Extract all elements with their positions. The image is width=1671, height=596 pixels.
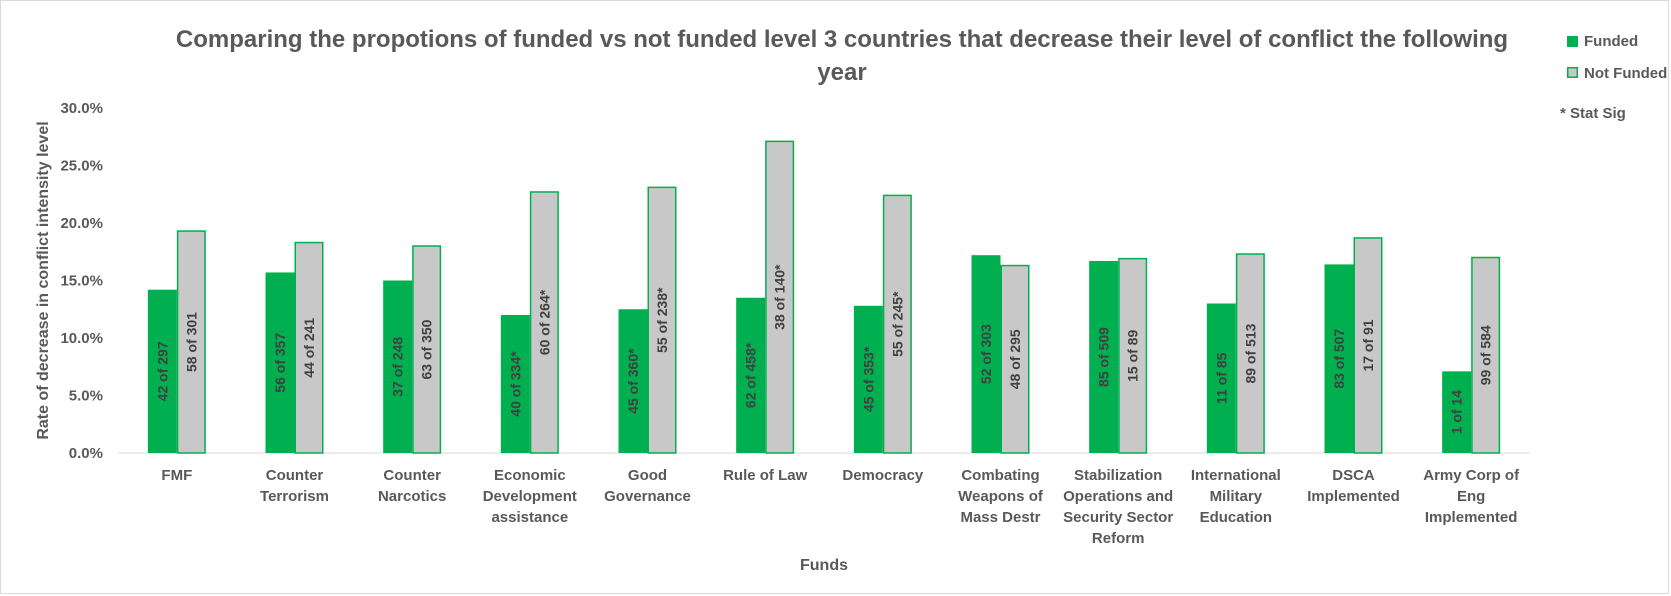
x-category-label: Operations and [1063, 488, 1173, 505]
x-category-label: Counter [266, 467, 324, 484]
y-tick-label: 10.0% [60, 330, 103, 347]
bar-not-funded [412, 245, 442, 454]
data-label-not-funded: 48 of 295 [1007, 329, 1023, 389]
x-axis-title: Funds [800, 557, 848, 574]
bar-not-funded [1000, 264, 1030, 454]
x-category-label: Economic [494, 467, 566, 484]
bar-funded [736, 297, 766, 453]
y-tick-label: 30.0% [60, 100, 103, 117]
y-tick-label: 0.0% [69, 445, 103, 462]
data-label-not-funded: 55 of 238* [654, 287, 670, 353]
x-category-label: International [1191, 467, 1281, 484]
bar-funded [1089, 260, 1119, 453]
x-category-label: Democracy [842, 467, 924, 484]
bar-funded [1206, 303, 1236, 453]
x-category-label: Weapons of [958, 488, 1044, 505]
bar-not-funded [176, 230, 206, 454]
data-label-not-funded: 44 of 241 [301, 318, 317, 378]
x-category-label: Security Sector [1063, 509, 1173, 526]
legend-swatch-not-funded [1567, 67, 1578, 78]
y-tick-label: 5.0% [69, 388, 103, 405]
chart-title-line: year [817, 59, 866, 86]
x-category-label: Stabilization [1074, 467, 1162, 484]
data-label-not-funded: 63 of 350 [419, 319, 435, 379]
bar-funded [500, 315, 530, 453]
data-label-funded: 52 of 303 [978, 324, 994, 384]
bar-funded [383, 280, 413, 453]
x-category-label: Rule of Law [723, 467, 808, 484]
data-label-funded: 56 of 357 [272, 333, 288, 393]
legend-label-not-funded: Not Funded [1584, 65, 1667, 82]
data-label-funded: 42 of 297 [154, 341, 170, 401]
bar-not-funded [529, 191, 559, 454]
bar-not-funded [1471, 256, 1501, 454]
data-label-funded: 85 of 509 [1096, 327, 1112, 387]
bar-not-funded [1353, 237, 1383, 454]
bar-funded [147, 289, 177, 453]
data-label-not-funded: 15 of 89 [1125, 330, 1141, 382]
data-label-funded: 11 of 85 [1213, 352, 1229, 404]
bar-not-funded [647, 186, 677, 454]
legend-label-funded: Funded [1584, 33, 1638, 50]
data-label-not-funded: 55 of 245* [889, 291, 905, 357]
x-category-label: Combating [961, 467, 1039, 484]
x-category-label: Army Corp of [1423, 467, 1520, 484]
data-label-funded: 40 of 334* [507, 351, 523, 417]
bar-funded [853, 305, 883, 453]
y-tick-label: 25.0% [60, 158, 103, 175]
x-category-label: Reform [1092, 530, 1145, 547]
data-label-funded: 1 of 14 [1449, 390, 1465, 435]
y-tick-label: 15.0% [60, 273, 103, 290]
bar-not-funded [1235, 253, 1265, 454]
x-category-label: Eng [1457, 488, 1485, 505]
x-category-label: Good [628, 467, 667, 484]
legend-swatch-funded [1567, 36, 1578, 47]
data-label-not-funded: 89 of 513 [1242, 323, 1258, 383]
chart-title-line: Comparing the propotions of funded vs no… [176, 26, 1508, 53]
bar-funded [1324, 264, 1354, 453]
bar-not-funded [1118, 257, 1148, 454]
x-category-label: FMF [161, 467, 192, 484]
bar-funded [265, 272, 295, 453]
data-label-not-funded: 17 of 91 [1360, 319, 1376, 371]
x-category-label: Narcotics [378, 488, 446, 505]
bar-not-funded [294, 241, 324, 454]
y-axis-title: Rate of decrease in conflict intensity l… [35, 121, 52, 439]
bar-not-funded [765, 140, 795, 454]
x-category-label: Mass Destr [960, 509, 1040, 526]
data-label-funded: 62 of 458* [743, 342, 759, 408]
stat-sig-annotation: * Stat Sig [1560, 105, 1626, 122]
data-label-funded: 45 of 353* [860, 346, 876, 412]
bar-funded [971, 255, 1001, 453]
bar-funded [618, 309, 648, 453]
bar-funded [1442, 371, 1472, 453]
x-category-label: Terrorism [260, 488, 329, 505]
data-label-not-funded: 99 of 584 [1478, 325, 1494, 385]
data-label-not-funded: 58 of 301 [183, 312, 199, 372]
data-label-funded: 83 of 507 [1331, 329, 1347, 389]
data-label-not-funded: 38 of 140* [772, 264, 788, 330]
x-category-label: Education [1200, 509, 1273, 526]
data-label-not-funded: 60 of 264* [536, 289, 552, 355]
x-category-label: Development [483, 488, 577, 505]
y-tick-label: 20.0% [60, 215, 103, 232]
x-category-label: Governance [604, 488, 691, 505]
data-label-funded: 45 of 360* [625, 348, 641, 414]
data-label-funded: 37 of 248 [390, 337, 406, 397]
x-category-label: DSCA [1332, 467, 1375, 484]
x-category-label: Implemented [1425, 509, 1518, 526]
x-category-label: Implemented [1307, 488, 1400, 505]
x-category-label: assistance [491, 509, 568, 526]
x-category-label: Counter [383, 467, 441, 484]
bar-not-funded [882, 194, 912, 454]
x-category-label: Military [1210, 488, 1263, 505]
